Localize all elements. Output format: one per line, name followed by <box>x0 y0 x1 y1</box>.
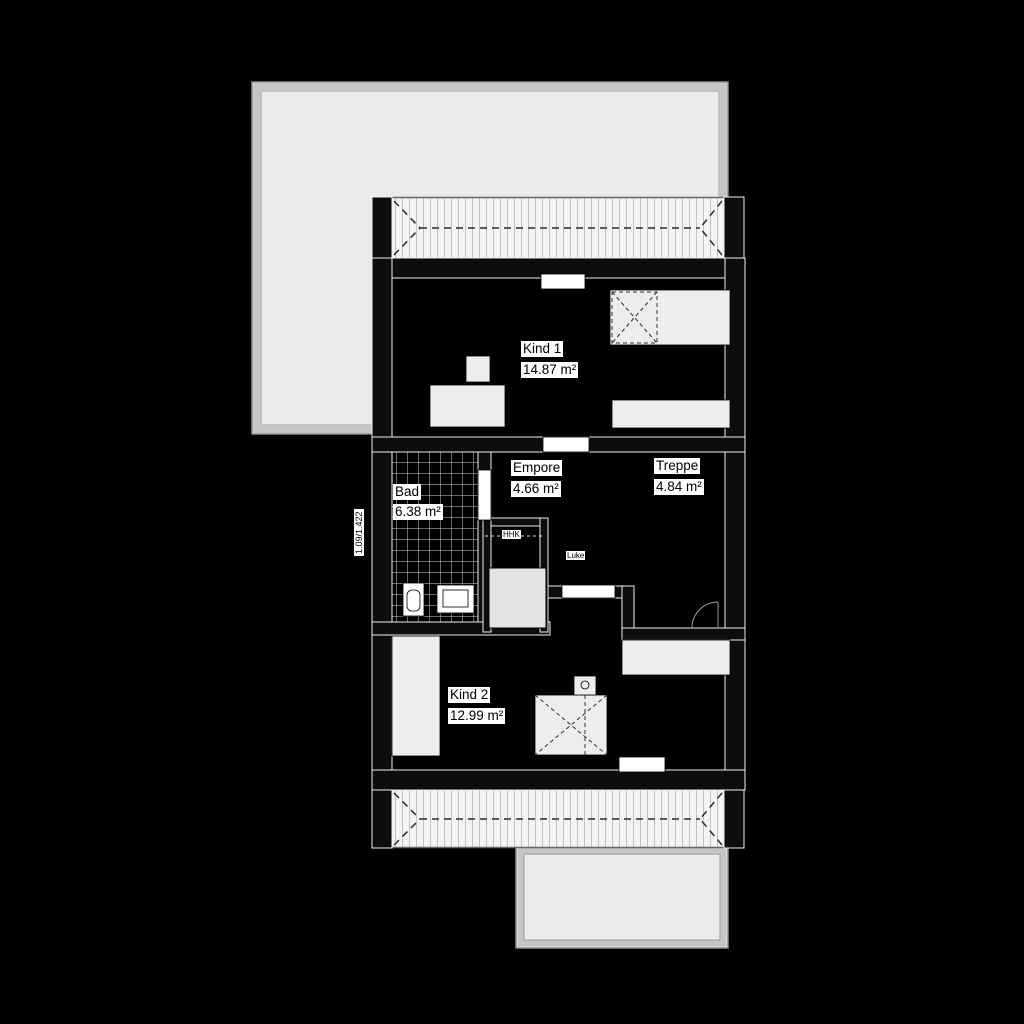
sideboard-kind2 <box>621 639 731 676</box>
room-area-kind2: 12.99 m² <box>448 708 506 724</box>
furniture <box>391 289 731 757</box>
roof-strip-top <box>371 196 745 259</box>
room-area-kind1: 14.87 m² <box>521 362 579 378</box>
railing-opening <box>561 584 616 599</box>
room-label-bad: Bad <box>393 484 422 500</box>
wall-outer-left <box>371 257 393 791</box>
room-area-bad: 6.38 m² <box>393 504 443 520</box>
roof-strip-bottom <box>371 789 745 849</box>
left-dimension-label: 1.09/1.422 <box>354 509 365 556</box>
luke-label: Luke <box>566 551 586 561</box>
roof-hip-lines-bottom <box>393 792 723 846</box>
nightstand-lamp <box>580 680 590 690</box>
room-label-treppe: Treppe <box>654 458 701 474</box>
toilet-bowl <box>406 589 421 612</box>
room-label-kind1: Kind 1 <box>521 341 564 357</box>
openings <box>477 273 666 773</box>
wall-outer-bottom <box>371 769 746 791</box>
window-bottom <box>618 756 666 773</box>
roof-outline-lower <box>515 845 729 949</box>
door-kind1 <box>542 436 590 453</box>
room-label-empore: Empore <box>511 460 563 476</box>
wall-middle-kind2-right <box>621 627 746 641</box>
room-area-empore: 4.66 m² <box>511 481 561 497</box>
sink-basin <box>442 589 469 608</box>
bed-kind1-dashed-detail <box>611 291 658 344</box>
desk-kind1 <box>429 384 506 428</box>
hhk-label: HHK <box>502 530 521 540</box>
hhk-chimney-block <box>488 567 547 629</box>
room-label-kind2: Kind 2 <box>448 687 491 703</box>
roof-hip-lines-top <box>393 200 723 256</box>
wall-hhk-top <box>482 517 549 527</box>
door-swing-arc <box>691 601 719 629</box>
nightstand-kind2 <box>573 675 597 696</box>
sideboard-kind1 <box>611 399 731 429</box>
wardrobe-kind2 <box>391 635 441 757</box>
door-bad <box>477 469 492 521</box>
bed-kind2-dashed-detail <box>534 694 608 756</box>
bed-kind1 <box>609 289 731 346</box>
chair-kind1 <box>465 355 491 383</box>
window-top <box>540 273 586 290</box>
room-area-treppe: 4.84 m² <box>654 479 704 495</box>
